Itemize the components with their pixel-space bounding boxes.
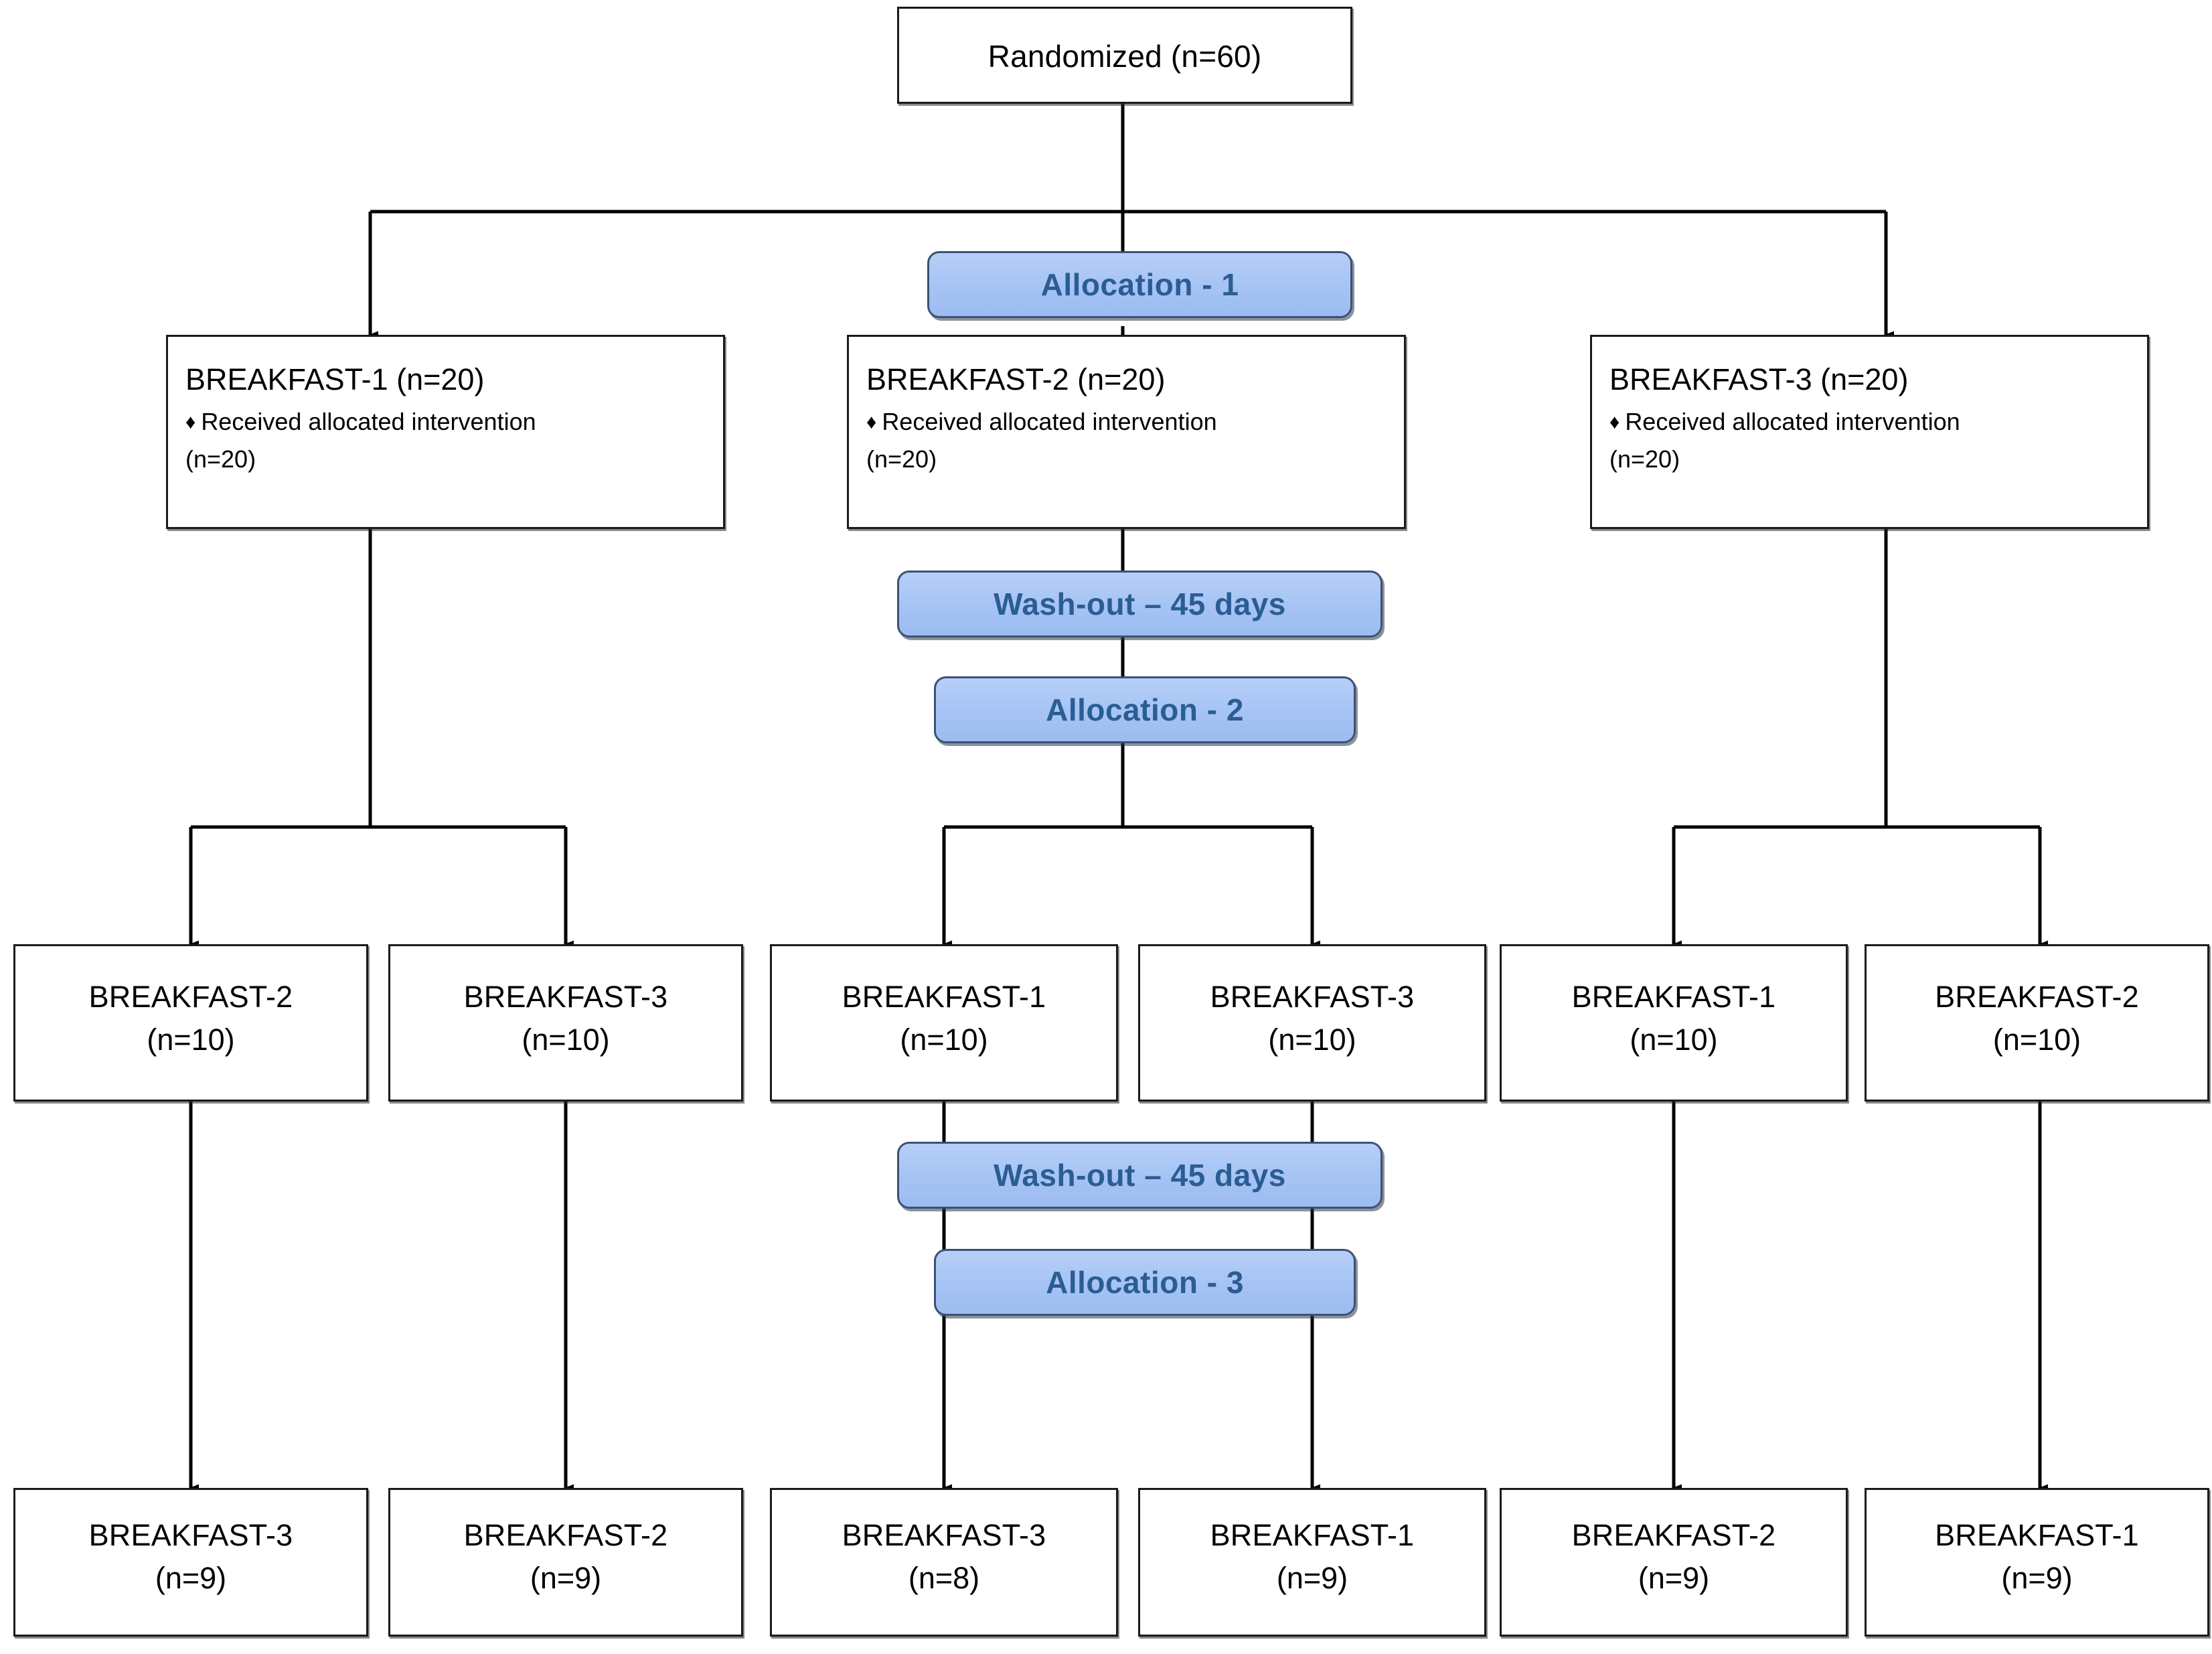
- node-period3-arm-3-title: BREAKFAST-3: [842, 1518, 1046, 1552]
- node-period2-arm-6: BREAKFAST-2 (n=10): [1865, 944, 2209, 1102]
- stage-allocation-2: Allocation - 2: [934, 676, 1356, 743]
- node-period2-arm-4-title: BREAKFAST-3: [1210, 980, 1415, 1014]
- node-period2-arm-6-n: (n=10): [1992, 1023, 2081, 1057]
- stage-allocation-1: Allocation - 1: [927, 251, 1352, 318]
- node-period3-arm-4: BREAKFAST-1 (n=9): [1138, 1488, 1486, 1637]
- node-period2-arm-5-title: BREAKFAST-1: [1571, 980, 1776, 1014]
- stage-allocation-2-label: Allocation - 2: [1046, 692, 1244, 727]
- node-period2-arm-3-title: BREAKFAST-1: [842, 980, 1046, 1014]
- node-period1-arm-2-bullet-text: Received allocated intervention: [882, 408, 1217, 435]
- stage-washout-1: Wash-out – 45 days: [897, 571, 1382, 637]
- node-period1-arm-2: BREAKFAST-2 (n=20) ♦Received allocated i…: [847, 335, 1406, 529]
- stage-washout-2: Wash-out – 45 days: [897, 1142, 1382, 1209]
- node-period2-arm-2: BREAKFAST-3 (n=10): [388, 944, 743, 1102]
- node-period1-arm-1: BREAKFAST-1 (n=20) ♦Received allocated i…: [166, 335, 725, 529]
- node-period3-arm-5: BREAKFAST-2 (n=9): [1500, 1488, 1848, 1637]
- node-period2-arm-6-title: BREAKFAST-2: [1935, 980, 2139, 1014]
- node-period3-arm-3-n: (n=8): [908, 1561, 980, 1595]
- node-period3-arm-5-n: (n=9): [1638, 1561, 1710, 1595]
- node-period1-arm-1-bullet-text: Received allocated intervention: [201, 408, 536, 435]
- node-period3-arm-2-n: (n=9): [530, 1561, 602, 1595]
- node-period1-arm-1-bullet-line: ♦Received allocated intervention: [185, 408, 723, 436]
- node-period2-arm-2-title: BREAKFAST-3: [463, 980, 668, 1014]
- node-period3-arm-5-title: BREAKFAST-2: [1571, 1518, 1776, 1552]
- node-period2-arm-4-n: (n=10): [1268, 1023, 1356, 1057]
- node-period2-arm-4: BREAKFAST-3 (n=10): [1138, 944, 1486, 1102]
- node-period1-arm-1-n: (n=20): [185, 445, 256, 473]
- node-period3-arm-1-n: (n=9): [155, 1561, 227, 1595]
- node-period1-arm-2-n: (n=20): [866, 445, 937, 473]
- node-period2-arm-1-title: BREAKFAST-2: [88, 980, 293, 1014]
- node-randomized-label: Randomized (n=60): [988, 39, 1262, 74]
- stage-allocation-3: Allocation - 3: [934, 1249, 1356, 1316]
- node-period3-arm-6-n: (n=9): [2001, 1561, 2073, 1595]
- node-period3-arm-2: BREAKFAST-2 (n=9): [388, 1488, 743, 1637]
- node-period2-arm-5-n: (n=10): [1630, 1023, 1718, 1057]
- diamond-bullet-icon: ♦: [866, 411, 877, 433]
- diamond-bullet-icon: ♦: [185, 411, 196, 433]
- node-period1-arm-2-bullet-line: ♦Received allocated intervention: [866, 408, 1404, 436]
- node-period1-arm-3-n: (n=20): [1609, 445, 1680, 473]
- node-period1-arm-3-title: BREAKFAST-3 (n=20): [1609, 362, 1909, 396]
- node-period1-arm-2-title: BREAKFAST-2 (n=20): [866, 362, 1166, 396]
- node-period2-arm-3-n: (n=10): [900, 1023, 988, 1057]
- node-period3-arm-1-title: BREAKFAST-3: [88, 1518, 293, 1552]
- node-period2-arm-1-n: (n=10): [147, 1023, 235, 1057]
- node-period1-arm-3: BREAKFAST-3 (n=20) ♦Received allocated i…: [1590, 335, 2149, 529]
- stage-allocation-1-label: Allocation - 1: [1040, 267, 1239, 302]
- node-period2-arm-2-n: (n=10): [522, 1023, 610, 1057]
- node-period1-arm-1-title: BREAKFAST-1 (n=20): [185, 362, 485, 396]
- node-period2-arm-5: BREAKFAST-1 (n=10): [1500, 944, 1848, 1102]
- node-period3-arm-4-n: (n=9): [1276, 1561, 1348, 1595]
- node-period3-arm-2-title: BREAKFAST-2: [463, 1518, 668, 1552]
- node-period1-arm-3-bullet-text: Received allocated intervention: [1625, 408, 1960, 435]
- node-period3-arm-1: BREAKFAST-3 (n=9): [13, 1488, 368, 1637]
- node-period1-arm-3-bullet-line: ♦Received allocated intervention: [1609, 408, 2147, 436]
- stage-washout-1-label: Wash-out – 45 days: [994, 587, 1286, 621]
- node-period3-arm-6: BREAKFAST-1 (n=9): [1865, 1488, 2209, 1637]
- stage-allocation-3-label: Allocation - 3: [1046, 1265, 1244, 1300]
- node-period3-arm-3: BREAKFAST-3 (n=8): [770, 1488, 1118, 1637]
- node-period3-arm-6-title: BREAKFAST-1: [1935, 1518, 2139, 1552]
- node-period2-arm-1: BREAKFAST-2 (n=10): [13, 944, 368, 1102]
- stage-washout-2-label: Wash-out – 45 days: [994, 1158, 1286, 1193]
- node-period3-arm-4-title: BREAKFAST-1: [1210, 1518, 1415, 1552]
- node-period2-arm-3: BREAKFAST-1 (n=10): [770, 944, 1118, 1102]
- diamond-bullet-icon: ♦: [1609, 411, 1620, 433]
- node-randomized: Randomized (n=60): [897, 7, 1352, 104]
